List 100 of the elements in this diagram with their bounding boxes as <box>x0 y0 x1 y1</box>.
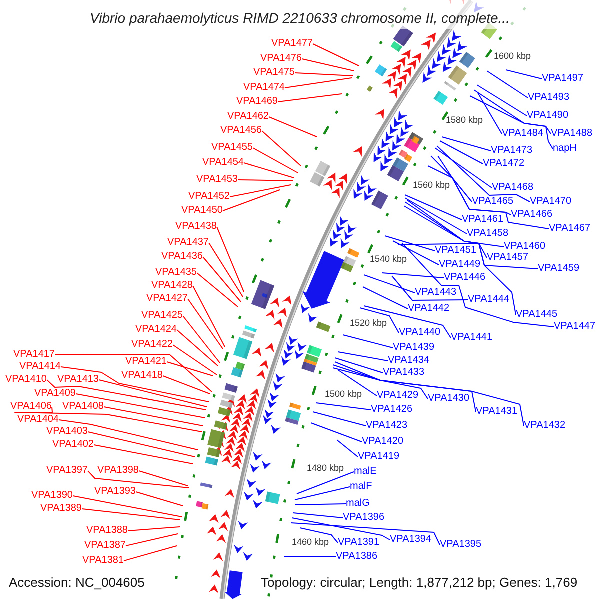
leader-line <box>382 272 444 278</box>
gene-label: VPA1403 <box>46 427 88 437</box>
gene-label: napH <box>553 144 577 154</box>
leader-line <box>208 242 244 298</box>
gene-label: VPA1410 <box>5 375 47 385</box>
leader-line <box>262 130 302 166</box>
leader-line <box>138 470 188 486</box>
gene-label: VPA1443 <box>415 288 457 298</box>
leader-line <box>430 156 472 202</box>
leader-line <box>342 334 394 348</box>
gene-label: VPA1426 <box>371 405 413 415</box>
leader-line <box>428 166 512 216</box>
gene-label: VPA1461 <box>462 215 504 225</box>
leader-line <box>128 526 180 532</box>
leader-line <box>476 84 528 116</box>
gene-label: VPA1406 <box>10 402 52 412</box>
leader-line <box>474 90 552 134</box>
gene-label: VPA1402 <box>52 440 94 450</box>
leader-line <box>486 70 528 98</box>
gene-label: VPA1476 <box>260 54 302 64</box>
gene-label: VPA1468 <box>492 183 534 193</box>
gene-label: VPA1394 <box>390 535 432 545</box>
leader-line <box>98 380 208 408</box>
leader-line <box>436 146 530 202</box>
gene-label: VPA1455 <box>211 143 253 153</box>
leader-line <box>300 528 338 544</box>
leader-line <box>166 362 214 376</box>
gene-label: VPA1421 <box>125 357 167 367</box>
leader-line <box>310 422 362 442</box>
gene-label: VPA1432 <box>524 421 566 431</box>
gene-label: VPA1453 <box>196 175 238 185</box>
gene-label: VPA1456 <box>220 126 262 136</box>
gene-label: VPA1440 <box>399 328 441 338</box>
leader-line <box>222 190 280 212</box>
leader-line <box>124 546 178 562</box>
leader-line <box>162 376 210 394</box>
leader-line <box>438 156 550 230</box>
leader-line <box>312 412 366 426</box>
leader-line <box>192 286 226 348</box>
gene-label: VPA1431 <box>476 407 518 417</box>
leader-line <box>336 440 358 458</box>
gene-label: malF <box>350 482 372 492</box>
gene-label: VPA1462 <box>227 112 269 122</box>
gene-label: VPA1423 <box>366 421 408 431</box>
leader-line <box>406 200 504 248</box>
summary-text: Topology: circular; Length: 1,877,212 bp; Genes: 1,769 <box>261 576 578 588</box>
gene-label: VPA1427 <box>146 294 188 304</box>
gene-label: VPA1420 <box>362 437 404 447</box>
leader-line <box>202 256 242 302</box>
leader-line <box>398 243 516 316</box>
scale-label: 1460 kbp <box>292 538 330 546</box>
leader-line <box>58 420 198 450</box>
gene-label: VPA1475 <box>253 68 295 78</box>
gene-label: VPA1442 <box>408 304 450 314</box>
scale-label: 1600 kbp <box>494 52 532 60</box>
leader-line <box>72 496 182 518</box>
gene-label: malG <box>346 499 370 509</box>
leader-line <box>46 380 206 410</box>
leader-line <box>94 444 194 464</box>
gene-label: VPA1409 <box>34 389 76 399</box>
gene-label: VPA1473 <box>491 146 533 156</box>
gene-label: VPA1472 <box>483 159 525 169</box>
leader-line <box>312 44 360 66</box>
leader-line <box>88 432 196 458</box>
leader-line <box>176 330 218 366</box>
gene-label: malE <box>354 467 377 477</box>
leader-line <box>404 206 538 270</box>
gene-label: VPA1393 <box>94 487 136 497</box>
leader-line <box>290 522 440 546</box>
gene-label: VPA1396 <box>343 513 385 523</box>
leader-line <box>332 368 524 426</box>
leader-line <box>54 354 212 392</box>
leader-line <box>338 370 378 396</box>
gene-label: VPA1484 <box>502 129 544 139</box>
gene-label: VPA1424 <box>135 325 177 335</box>
scale-label: 1540 kbp <box>370 254 408 264</box>
leader-line <box>384 236 436 252</box>
leader-line <box>362 286 408 310</box>
gene-label: VPA1404 <box>17 415 59 425</box>
leader-line <box>292 518 390 540</box>
gene-label: VPA1419 <box>358 452 400 462</box>
leader-line <box>292 512 344 518</box>
gene-label: VPA1497 <box>542 74 584 84</box>
leader-line <box>284 78 352 88</box>
gene-label: VPA1389 <box>40 504 82 514</box>
scale-label: 1580 kbp <box>446 116 484 124</box>
gene-label: VPA1444 <box>468 295 510 305</box>
gene-label: VPA1454 <box>202 158 244 168</box>
gene-label: VPA1470 <box>530 197 572 207</box>
leader-line <box>404 198 468 234</box>
leader-line <box>364 274 416 294</box>
leader-line <box>478 92 502 134</box>
leader-line <box>238 180 294 182</box>
leader-line <box>334 362 428 400</box>
gene-label: VPA1452 <box>188 192 230 202</box>
gene-label: VPA1466 <box>511 210 553 220</box>
leader-line <box>316 402 372 410</box>
gene-label: VPA1414 <box>19 362 61 372</box>
gene-label: VPA1488 <box>551 129 593 139</box>
gene-label: VPA1467 <box>549 224 591 234</box>
